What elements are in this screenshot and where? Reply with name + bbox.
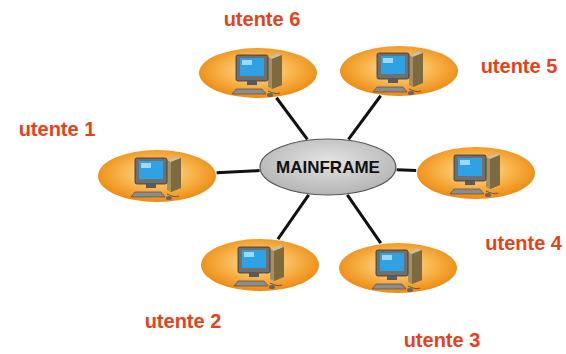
monitor-stand (387, 276, 397, 280)
screen-glare (382, 255, 392, 260)
monitor-stand (465, 181, 475, 185)
computer-icon (232, 53, 282, 97)
tower-side (413, 53, 423, 87)
user-label: utente 6 (224, 9, 301, 29)
desk-ellipse (199, 48, 317, 98)
monitor-stand (249, 273, 259, 277)
user-workstation: utente 1 (97, 149, 217, 203)
computer-tower (409, 51, 423, 87)
tower-side (171, 158, 181, 192)
computer-tower (486, 153, 500, 189)
keyboard (232, 89, 266, 94)
desk-ellipse (417, 147, 535, 199)
user-workstation: utente 3 (338, 242, 458, 294)
mouse (267, 93, 273, 97)
screen-glare (242, 60, 252, 65)
user-label: utente 3 (404, 330, 481, 350)
network-link (276, 98, 307, 140)
mouse (408, 91, 414, 95)
node-outline (97, 149, 217, 203)
keyboard (372, 284, 406, 289)
keyboard (373, 87, 407, 92)
monitor-screen (458, 158, 482, 176)
user-workstation: utente 4 (416, 146, 536, 200)
desk-ellipse (339, 243, 457, 293)
monitor-stand (247, 81, 257, 85)
monitor-stand (388, 79, 398, 83)
mouse (485, 193, 491, 197)
monitor-screen (381, 56, 405, 74)
monitor-screen (242, 250, 266, 268)
monitor-frame (236, 55, 268, 81)
node-outline (416, 146, 536, 200)
keyboard (234, 281, 268, 286)
tower-side (490, 155, 500, 189)
keyboard (450, 189, 484, 194)
desk-ellipse (201, 239, 319, 291)
node-outline (339, 45, 459, 97)
computer-icon (131, 156, 181, 200)
monitor-frame (454, 155, 486, 181)
user-label: utente 5 (481, 56, 558, 76)
user-workstation: utente 6 (198, 47, 318, 99)
computer-icon (372, 248, 422, 292)
computer-tower (270, 245, 284, 281)
screen-glare (244, 252, 254, 257)
tower-side (272, 55, 282, 89)
node-label: MAINFRAME (276, 159, 380, 176)
node-outline (200, 238, 320, 292)
monitor-stand (146, 184, 156, 188)
user-label: utente 2 (145, 311, 222, 331)
monitor-frame (377, 53, 409, 79)
computer-icon (234, 245, 284, 289)
mouse (269, 285, 275, 289)
computer-tower (268, 53, 282, 89)
mainframe-ellipse: MAINFRAME (259, 138, 397, 196)
monitor-frame (376, 250, 408, 276)
node-outline (198, 47, 318, 99)
monitor-frame (135, 158, 167, 184)
network-link (278, 195, 309, 239)
monitor-frame (238, 247, 270, 273)
network-link (347, 195, 380, 243)
network-link (348, 96, 380, 140)
tower-side (412, 250, 422, 284)
user-label: utente 4 (485, 233, 562, 253)
screen-glare (383, 58, 393, 63)
network-link (217, 171, 260, 173)
computer-icon (373, 51, 423, 95)
monitor-screen (380, 253, 404, 271)
desk-ellipse (98, 150, 216, 202)
mouse (166, 196, 172, 200)
monitor-screen (139, 161, 163, 179)
keyboard (131, 192, 165, 197)
user-workstation: utente 5 (339, 45, 459, 97)
mainframe-shape (260, 139, 396, 195)
mouse (407, 288, 413, 292)
screen-glare (141, 163, 151, 168)
tower-side (274, 247, 284, 281)
computer-tower (408, 248, 422, 284)
user-workstation: utente 2 (200, 238, 320, 292)
monitor-screen (240, 58, 264, 76)
network-link (397, 168, 417, 172)
computer-icon (450, 153, 500, 197)
user-label: utente 1 (19, 119, 96, 139)
screen-glare (460, 160, 470, 165)
desk-ellipse (340, 46, 458, 96)
node-outline (338, 242, 458, 294)
computer-tower (167, 156, 181, 192)
